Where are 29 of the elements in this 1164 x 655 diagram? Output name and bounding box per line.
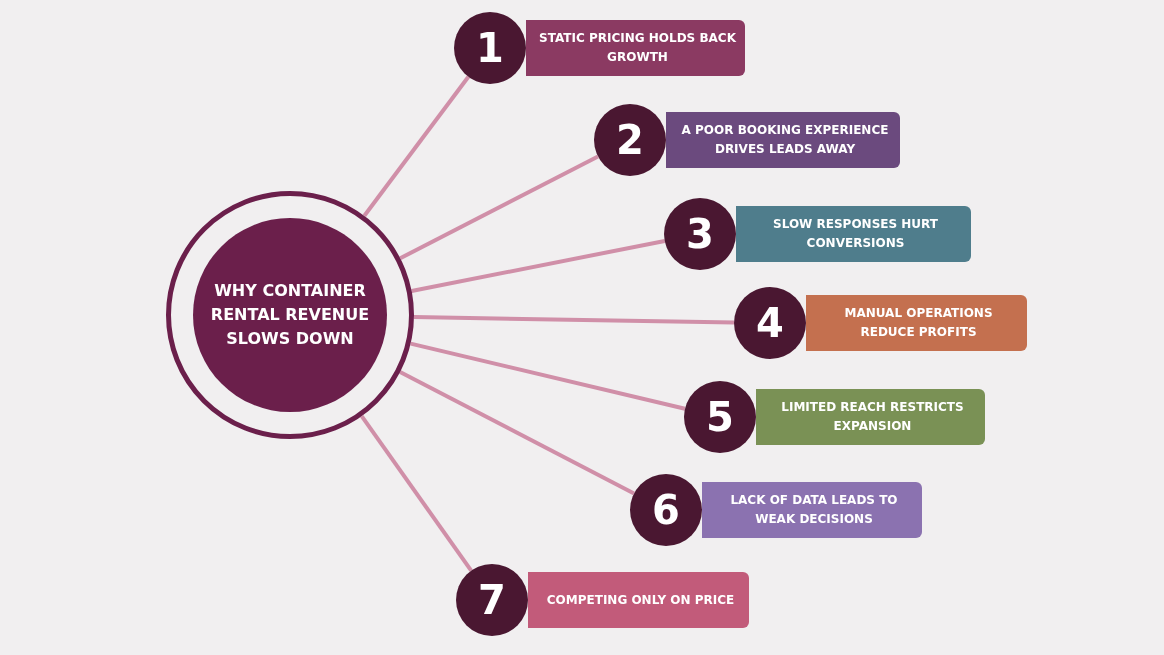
banner-text: LACK OF DATA LEADS TO WEAK DECISIONS xyxy=(729,492,899,528)
number-circle: 4 xyxy=(734,287,806,359)
number-circle: 7 xyxy=(456,564,528,636)
connector-line xyxy=(410,341,686,411)
banner-text: STATIC PRICING HOLDS BACK GROWTH xyxy=(538,30,737,66)
label-banner xyxy=(736,206,971,262)
label-banner xyxy=(528,572,749,628)
connector-line xyxy=(399,370,635,496)
banner-text: LIMITED REACH RESTRICTS EXPANSION xyxy=(780,399,965,435)
label-banner xyxy=(806,295,1027,351)
label-banner xyxy=(526,20,745,76)
banner-text: COMPETING ONLY ON PRICE xyxy=(545,591,736,609)
connector-line xyxy=(411,239,666,293)
number-circle: 2 xyxy=(594,104,666,176)
number-circle: 1 xyxy=(454,12,526,84)
label-banner xyxy=(702,482,922,538)
label-banner xyxy=(756,389,985,445)
number-circle: 6 xyxy=(630,474,702,546)
center-title: WHY CONTAINER RENTAL REVENUE SLOWS DOWN xyxy=(209,280,371,350)
number-circle: 3 xyxy=(664,198,736,270)
connector-line xyxy=(399,154,599,261)
number-circle: 5 xyxy=(684,381,756,453)
banner-text: MANUAL OPERATIONS REDUCE PROFITS xyxy=(843,305,994,341)
connector-line xyxy=(413,315,735,325)
connector-line xyxy=(362,75,470,217)
connector-line xyxy=(360,415,473,572)
banner-text: A POOR BOOKING EXPERIENCE DRIVES LEADS AWAY xyxy=(680,122,890,158)
banner-text: SLOW RESPONSES HURT CONVERSIONS xyxy=(772,216,939,252)
label-banner xyxy=(666,112,900,168)
